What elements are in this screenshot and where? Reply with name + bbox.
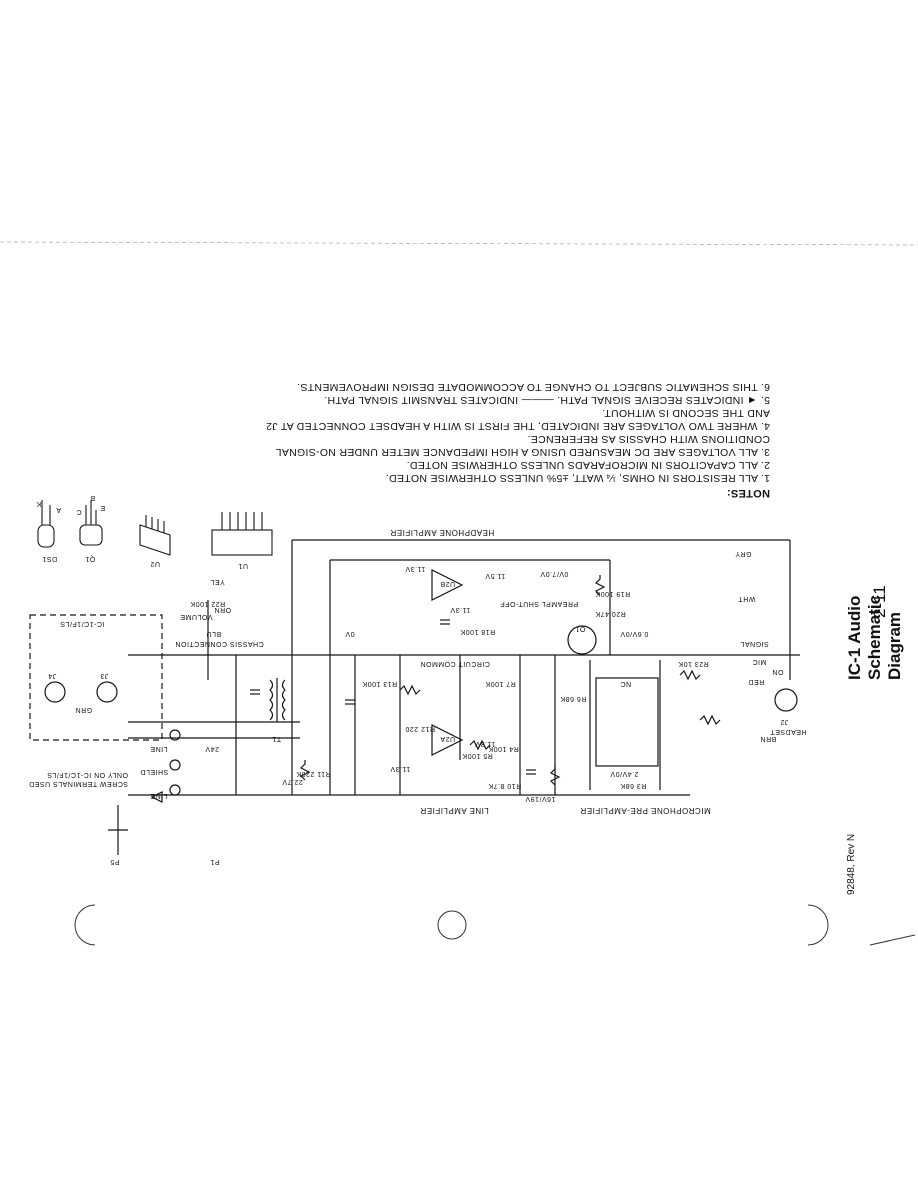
headphone-amplifier-label: HEADPHONE AMPLIFIER xyxy=(390,528,495,537)
resistor-label: R23 10K xyxy=(678,660,709,667)
circuit-common-label: CIRCUIT COMMON xyxy=(420,660,490,667)
notes-block: NOTES: 1. ALL RESISTORS IN OHMS, ¼ WATT,… xyxy=(265,380,770,499)
note-line: 1. ALL RESISTORS IN OHMS, ¼ WATT, ±5% UN… xyxy=(385,472,770,484)
j3-label: J3 xyxy=(100,672,109,679)
note-line: 5. ◄ INDICATES RECEIVE SIGNAL PATH. ——— … xyxy=(324,394,770,406)
resistor-label: R18 100K xyxy=(460,628,496,635)
u1-label: U1 xyxy=(238,562,248,569)
note-line: 4. WHERE TWO VOLTAGES ARE INDICATED, THE… xyxy=(265,420,770,432)
wire-label: SHIELD xyxy=(140,768,169,775)
resistor-label: R7 100K xyxy=(485,680,516,687)
resistor-label: R13 100K xyxy=(362,680,398,687)
wire-label: BRN xyxy=(760,735,777,742)
pin-e-label: E xyxy=(100,504,106,511)
resistor-label: R11 220K xyxy=(296,770,331,777)
voltage-label: 24V xyxy=(205,745,219,752)
wire-label: MIC xyxy=(752,658,767,665)
u2b-label: U2B xyxy=(440,580,456,587)
headset-label: HEADSET xyxy=(770,728,807,735)
screw-terminals-label: SCREW TERMINALS USED ONLY ON IC-1C/1F/LS xyxy=(28,771,128,787)
q1-label: Q1 xyxy=(85,555,96,562)
ds1-label: DS1 xyxy=(42,555,58,562)
preamp-shutoff-label: PREAMPL SHUT-OFF xyxy=(500,600,579,607)
u2-label: U2 xyxy=(150,560,160,567)
resistor-label: R10 8.7K xyxy=(488,782,522,789)
resistor-label: R12 220 xyxy=(405,725,435,732)
voltage-label: 0V xyxy=(345,630,355,637)
notes-header: NOTES: xyxy=(726,487,770,499)
q1-schematic-label: Q1 xyxy=(575,625,586,632)
resistor-label: R6 68K xyxy=(560,695,587,702)
note-line: 6. THIS SCHEMATIC SUBJECT TO CHANGE TO A… xyxy=(296,381,770,393)
chassis-connection-label: CHASSIS CONNECTION xyxy=(175,640,264,647)
wire-label: VOLUME xyxy=(180,613,213,620)
voltage-label: 11.3V xyxy=(405,565,426,572)
pin-b-label: B xyxy=(90,494,96,501)
wire-label: ORN xyxy=(214,606,232,613)
voltage-label: 0V/7.0V xyxy=(540,570,569,577)
note-line: 3. ALL VOLTAGES ARE DC MEASURED USING A … xyxy=(275,446,770,458)
wire-label: LINE xyxy=(150,745,168,752)
resistor-label: R4 100K xyxy=(488,745,519,752)
voltage-label: 11.3V xyxy=(390,765,411,772)
voltage-label: 22.7V xyxy=(282,778,303,785)
note-line: 2. ALL CAPACITORS IN MICROFARADS UNLESS … xyxy=(406,459,770,471)
wire-label: WHT xyxy=(738,595,756,602)
wire-label: SIGNAL xyxy=(740,640,769,647)
resistor-label: R3 68K xyxy=(620,782,647,789)
resistor-label: R19 100K xyxy=(595,590,631,597)
voltage-label: 11.5V xyxy=(485,572,506,579)
resistor-label: R20 47K xyxy=(595,610,626,617)
document-number: 92848, Rev N xyxy=(846,833,857,895)
j4-label: J4 xyxy=(48,672,57,679)
note-line: AND THE SECOND IS WITHOUT. xyxy=(601,407,770,419)
voltage-label: 16V/19V xyxy=(525,795,556,802)
wire-label: ON xyxy=(772,668,784,675)
j2-label: J2 xyxy=(780,718,789,725)
pin-k-label: K xyxy=(36,500,42,507)
p1-label: P1 xyxy=(210,858,220,865)
wire-label: GRN xyxy=(75,706,93,713)
voltage-label: 2.4V/0V xyxy=(610,770,639,777)
wire-label: YEL xyxy=(210,578,225,585)
wire-label: NC xyxy=(620,680,632,687)
wire-label: LINE xyxy=(150,792,168,799)
t1-label: T1 xyxy=(272,735,282,742)
mic-preamp-label: MICROPHONE PRE-AMPLIFIER xyxy=(580,806,711,815)
note-line: CONDITIONS WITH CHASSIS AS REFERENCE. xyxy=(527,433,770,445)
wire-label: BLU xyxy=(206,630,222,637)
pin-c-label: C xyxy=(76,508,82,515)
page-number: 2-11 xyxy=(870,585,889,618)
voltage-label: 11.3V xyxy=(450,606,471,613)
line-amplifier-label: LINE AMPLIFIER xyxy=(420,806,489,815)
voltage-label: 0.6V/0V xyxy=(620,630,649,637)
resistor-label: R5 100K xyxy=(462,752,493,759)
p5-label: P5 xyxy=(110,858,120,865)
wire-label: GRY xyxy=(735,550,752,557)
wire-label: RED xyxy=(748,678,765,685)
ic1-box-label: IC-1C/1F/LS xyxy=(60,620,105,627)
u2a-label: U2A xyxy=(440,735,456,742)
pin-a-label: A xyxy=(56,506,62,513)
